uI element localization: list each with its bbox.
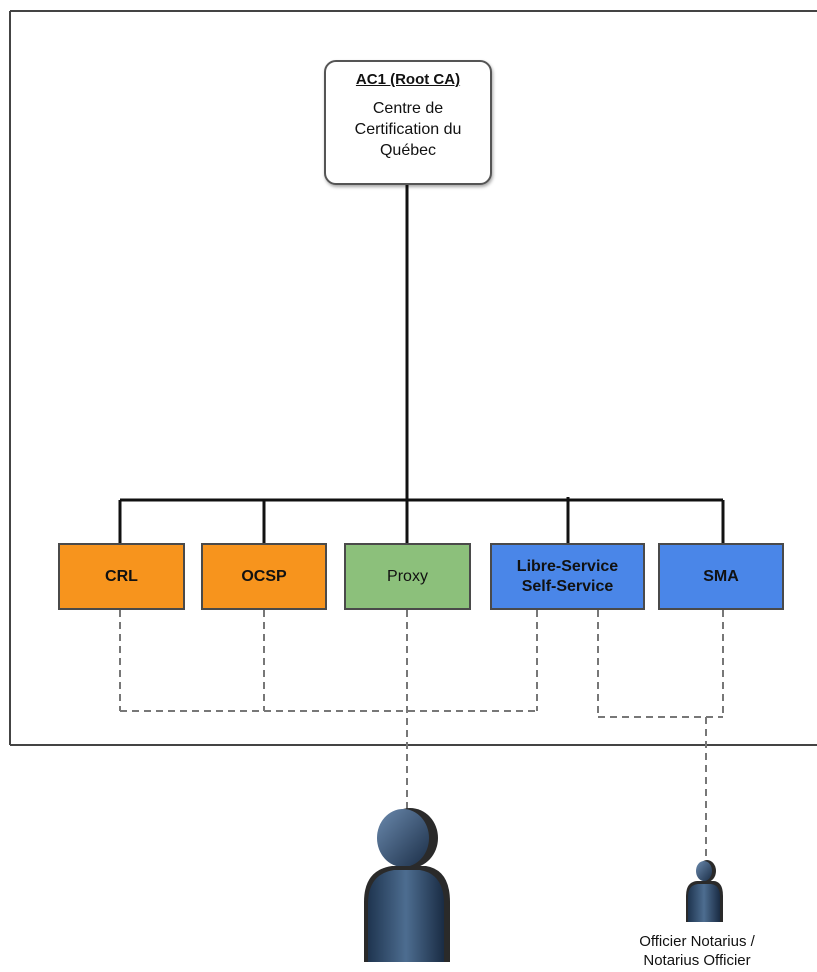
- officer-icon: [686, 860, 723, 922]
- node-sma-label: SMA: [703, 567, 739, 585]
- node-ocsp: OCSP: [201, 543, 327, 610]
- network-lines: [119, 610, 724, 862]
- node-libre-service-label: Libre-Service Self-Service: [516, 557, 619, 595]
- root-ca-title: AC1 (Root CA): [355, 71, 461, 88]
- system-boundary: [9, 10, 817, 746]
- hierarchy-lines: [118, 185, 725, 543]
- node-proxy-label: Proxy: [387, 567, 428, 585]
- node-proxy: Proxy: [344, 543, 471, 610]
- node-libre-service: Libre-Service Self-Service: [490, 543, 645, 610]
- root-ca-box: AC1 (Root CA) Centre de Certification du…: [324, 60, 492, 185]
- user-icon: [364, 808, 450, 962]
- root-ca-subtitle: Centre de Certification du Québec: [354, 100, 462, 159]
- node-ocsp-label: OCSP: [241, 567, 287, 585]
- officer-label: Officier Notarius / Notarius Officier: [639, 933, 755, 969]
- node-sma: SMA: [658, 543, 784, 610]
- node-crl-label: CRL: [105, 567, 138, 585]
- node-crl: CRL: [58, 543, 185, 610]
